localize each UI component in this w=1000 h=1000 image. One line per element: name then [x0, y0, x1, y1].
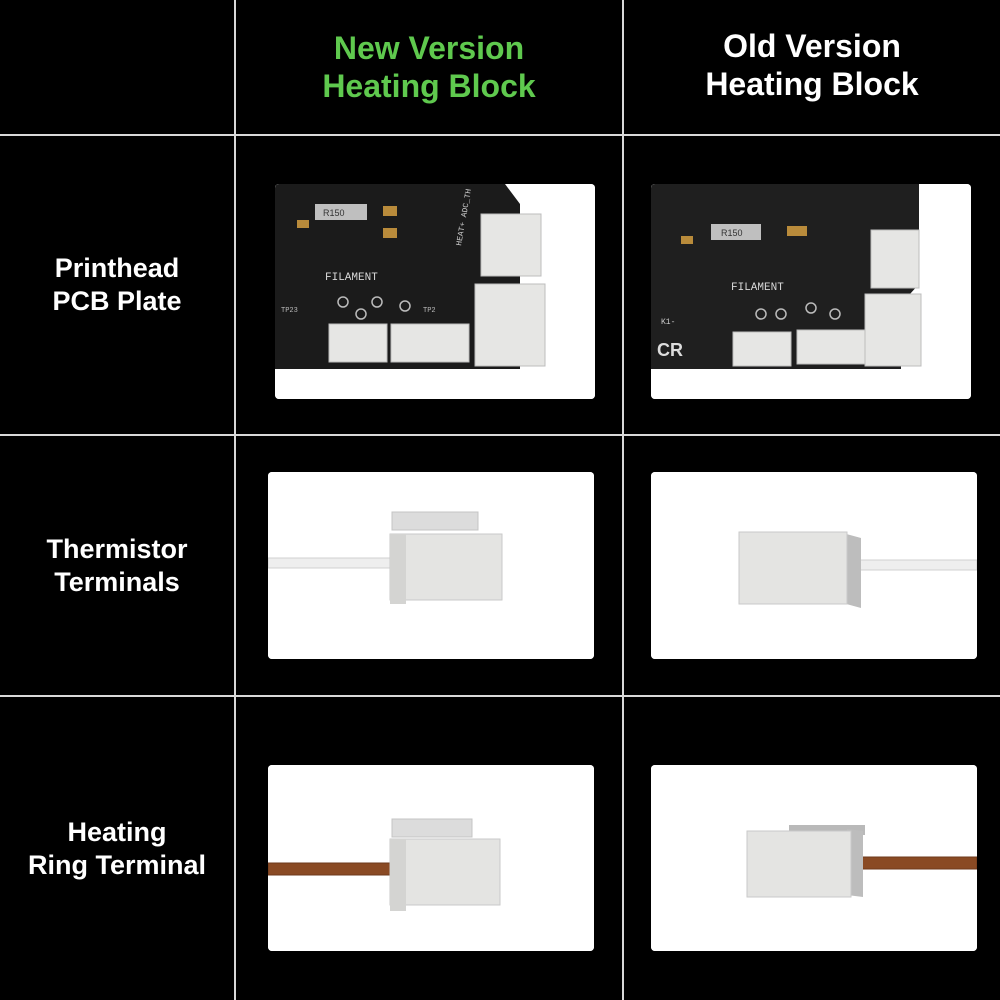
thermistor-connector: [389, 533, 503, 601]
thermistor-socket: [480, 213, 542, 277]
new-pcb-image: R150 FILAMENT TP23 TP2 HEAT+ ADC_TH: [275, 184, 595, 399]
tp2-label: TP2: [423, 307, 436, 315]
header-old-line2: Heating Block: [705, 66, 919, 102]
thermistor-socket: [870, 229, 920, 289]
old-heating-ring-illustration: [651, 765, 977, 951]
header-old-version-title: Old Version Heating Block: [705, 27, 918, 103]
new-heating-ring-image: [268, 765, 594, 951]
cell-old-heating-ring: [624, 697, 1000, 1000]
old-pcb-illustration: R150 FILAMENT CR K1-: [651, 184, 971, 399]
new-thermistor-image: [268, 472, 594, 659]
header-old-line1: Old Version: [723, 28, 901, 64]
pcb-board: [275, 184, 520, 369]
heater-wire: [855, 856, 977, 870]
heater-socket: [864, 293, 922, 367]
heater-socket: [474, 283, 546, 367]
k1-label: K1-: [661, 318, 675, 327]
cell-new-pcb: R150 FILAMENT TP23 TP2 HEAT+ ADC_TH: [236, 136, 624, 436]
cell-old-pcb: R150 FILAMENT CR K1-: [624, 136, 1000, 436]
row-label-pcb-text: Printhead PCB Plate: [52, 252, 181, 318]
old-thermistor-illustration: [651, 472, 977, 659]
new-heating-ring-illustration: [268, 765, 594, 951]
row-thermistor-line2: Terminals: [54, 566, 180, 597]
header-old-version: Old Version Heating Block: [624, 0, 1000, 136]
row-heating-line2: Ring Terminal: [27, 849, 207, 880]
row-label-heating-ring: Heating Ring Terminal: [0, 697, 236, 1000]
connector-latch: [391, 511, 479, 531]
row-heating-line1: Heating: [67, 816, 167, 847]
thermistor-wire: [850, 559, 977, 571]
tp23-label: TP23: [281, 307, 298, 315]
header-new-line1: New Version: [333, 30, 525, 66]
resistor-component: [315, 204, 367, 220]
cell-new-thermistor: [236, 436, 624, 697]
brand-silkscreen: CR: [657, 340, 683, 360]
connector-top: [789, 825, 865, 835]
j13-connector: [328, 323, 388, 363]
thermistor-connector: [738, 531, 848, 605]
corner-cell: [0, 0, 236, 136]
row-pcb-line2: PCB Plate: [52, 286, 182, 316]
heater-wire: [268, 862, 399, 876]
filament-silkscreen: FILAMENT: [731, 282, 784, 294]
header-new-version: New Version Heating Block: [236, 0, 624, 136]
cell-new-heating-ring: [236, 697, 624, 1000]
old-thermistor-image: [651, 472, 977, 659]
header-new-version-title: New Version Heating Block: [322, 29, 535, 105]
connector-latch: [391, 818, 473, 838]
row-label-thermistor-text: Thermistor Terminals: [46, 533, 187, 599]
cell-old-thermistor: [624, 436, 1000, 697]
j13-connector: [732, 331, 792, 367]
row-label-pcb: Printhead PCB Plate: [0, 136, 236, 436]
header-new-line2: Heating Block: [322, 68, 536, 104]
old-heating-ring-image: [651, 765, 977, 951]
filament-connector: [796, 329, 870, 365]
resistor-label: R150: [721, 228, 743, 238]
new-pcb-illustration: R150 FILAMENT TP23 TP2 HEAT+ ADC_TH: [275, 184, 595, 399]
heater-connector: [389, 838, 501, 906]
heater-connector: [746, 830, 852, 898]
new-thermistor-illustration: [268, 472, 594, 659]
filament-connector: [390, 323, 470, 363]
filament-silkscreen: FILAMENT: [325, 272, 378, 284]
thermistor-wire: [268, 557, 399, 569]
row-thermistor-line1: Thermistor: [46, 533, 188, 564]
resistor-component: [711, 224, 761, 240]
old-pcb-image: R150 FILAMENT CR K1-: [651, 184, 971, 399]
row-label-heating-ring-text: Heating Ring Terminal: [28, 816, 206, 882]
row-pcb-line1: Printhead: [54, 253, 180, 283]
resistor-label: R150: [323, 208, 345, 218]
row-label-thermistor: Thermistor Terminals: [0, 436, 236, 697]
